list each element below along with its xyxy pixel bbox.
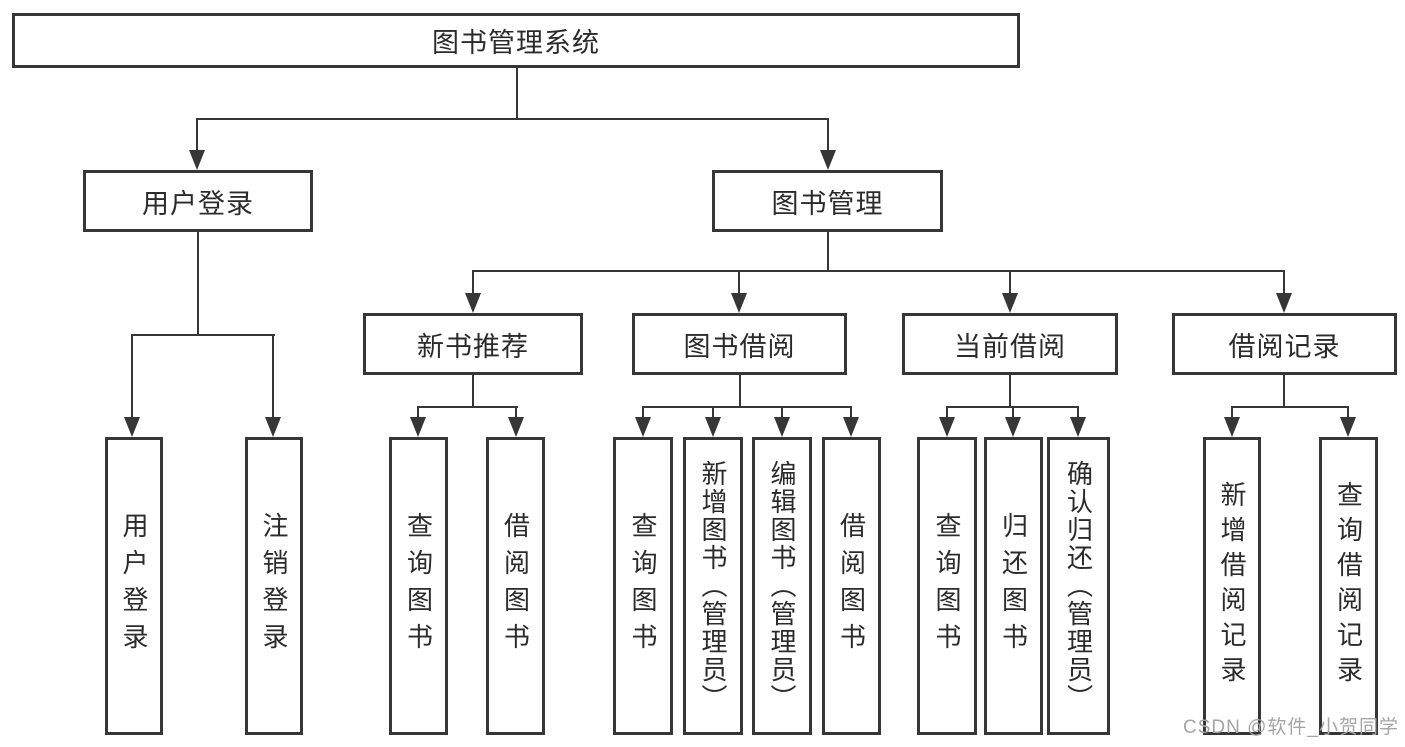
node-current-query-books: 查询图书	[917, 437, 977, 735]
arrow-down-icon	[705, 406, 721, 437]
node-current-return-books-label: 归还图书	[998, 512, 1029, 660]
node-current-borrowing: 当前借阅	[902, 313, 1118, 375]
node-user-login-group: 用户登录	[83, 170, 313, 232]
node-borrowing-add-books-admin-label: 新增图书（管理员）	[698, 460, 728, 712]
arrow-down-icon	[939, 406, 955, 437]
arrow-down-icon	[635, 406, 651, 437]
arrow-down-icon	[189, 118, 205, 170]
connector-records-stub	[1283, 375, 1285, 408]
arrow-down-icon	[465, 270, 481, 313]
connector-borrowing-bar	[642, 406, 852, 408]
arrow-down-icon	[820, 118, 836, 170]
arrow-down-icon	[1005, 406, 1021, 437]
node-book-management-label: 图书管理	[771, 188, 884, 219]
connector-borrowing-stub	[739, 375, 741, 408]
node-recommend-borrow-books-label: 借阅图书	[500, 512, 531, 660]
connector-records-bar	[1231, 406, 1349, 408]
node-logout-label: 注销登录	[259, 512, 289, 660]
connector-root-stub	[516, 68, 518, 119]
node-library-system: 图书管理系统	[12, 13, 1020, 68]
node-new-book-recommend-label: 新书推荐	[417, 331, 529, 362]
node-borrowing-query-books-label: 查询图书	[628, 512, 658, 660]
arrow-down-icon	[1340, 406, 1356, 437]
node-current-return-books: 归还图书	[984, 437, 1043, 735]
node-current-confirm-return-admin-label: 确认归还（管理员）	[1063, 460, 1094, 712]
node-recommend-borrow-books: 借阅图书	[486, 437, 545, 735]
connector-current-stub	[1009, 375, 1011, 408]
node-borrowing-edit-books-admin-label: 编辑图书（管理员）	[767, 460, 797, 712]
connector-userlogin-stub	[197, 232, 199, 336]
arrow-down-icon	[508, 406, 524, 437]
arrow-down-icon	[1224, 406, 1240, 437]
node-borrowing-edit-books-admin: 编辑图书（管理员）	[752, 437, 812, 735]
node-current-query-books-label: 查询图书	[932, 512, 962, 660]
connector-recommend-bar	[417, 406, 518, 408]
arrow-down-icon	[731, 270, 747, 313]
arrow-down-icon	[1002, 270, 1018, 313]
connector-bookmgmt-bar	[472, 270, 1285, 272]
connector-recommend-stub	[472, 375, 474, 408]
arrow-down-icon	[1070, 406, 1086, 437]
arrow-down-icon	[843, 406, 859, 437]
connector-userlogin-bar	[131, 334, 275, 336]
node-borrowing-borrow-books-label: 借阅图书	[836, 512, 867, 660]
node-records-add-record-label: 新增借阅记录	[1217, 481, 1247, 691]
arrow-down-icon	[1276, 270, 1292, 313]
node-borrowing-add-books-admin: 新增图书（管理员）	[683, 437, 743, 735]
node-borrowing-records: 借阅记录	[1172, 313, 1397, 375]
node-records-query-record-label: 查询借阅记录	[1333, 481, 1364, 691]
node-current-borrowing-label: 当前借阅	[954, 331, 1066, 362]
node-records-query-record: 查询借阅记录	[1319, 437, 1378, 735]
watermark: CSDN @软件_小贺同学	[1183, 717, 1399, 738]
node-library-system-label: 图书管理系统	[432, 28, 600, 58]
node-book-borrowing: 图书借阅	[632, 313, 847, 375]
node-borrowing-borrow-books: 借阅图书	[822, 437, 881, 735]
node-book-borrowing-label: 图书借阅	[683, 331, 796, 362]
node-borrowing-records-label: 借阅记录	[1228, 331, 1341, 362]
connector-bookmgmt-stub	[827, 232, 829, 272]
node-book-management: 图书管理	[712, 170, 943, 232]
node-user-login: 用户登录	[105, 437, 163, 735]
node-user-login-label: 用户登录	[119, 512, 149, 660]
node-recommend-query-books: 查询图书	[389, 437, 448, 735]
node-user-login-group-label: 用户登录	[142, 188, 254, 219]
node-current-confirm-return-admin: 确认归还（管理员）	[1047, 437, 1110, 735]
connector-root-bar	[196, 118, 829, 120]
arrow-down-icon	[774, 406, 790, 437]
arrow-down-icon	[265, 334, 281, 437]
node-recommend-query-books-label: 查询图书	[403, 512, 434, 660]
node-logout: 注销登录	[245, 437, 303, 735]
node-borrowing-query-books: 查询图书	[613, 437, 673, 735]
node-records-add-record: 新增借阅记录	[1203, 437, 1261, 735]
node-new-book-recommend: 新书推荐	[363, 313, 583, 375]
arrow-down-icon	[124, 334, 140, 437]
arrow-down-icon	[410, 406, 426, 437]
